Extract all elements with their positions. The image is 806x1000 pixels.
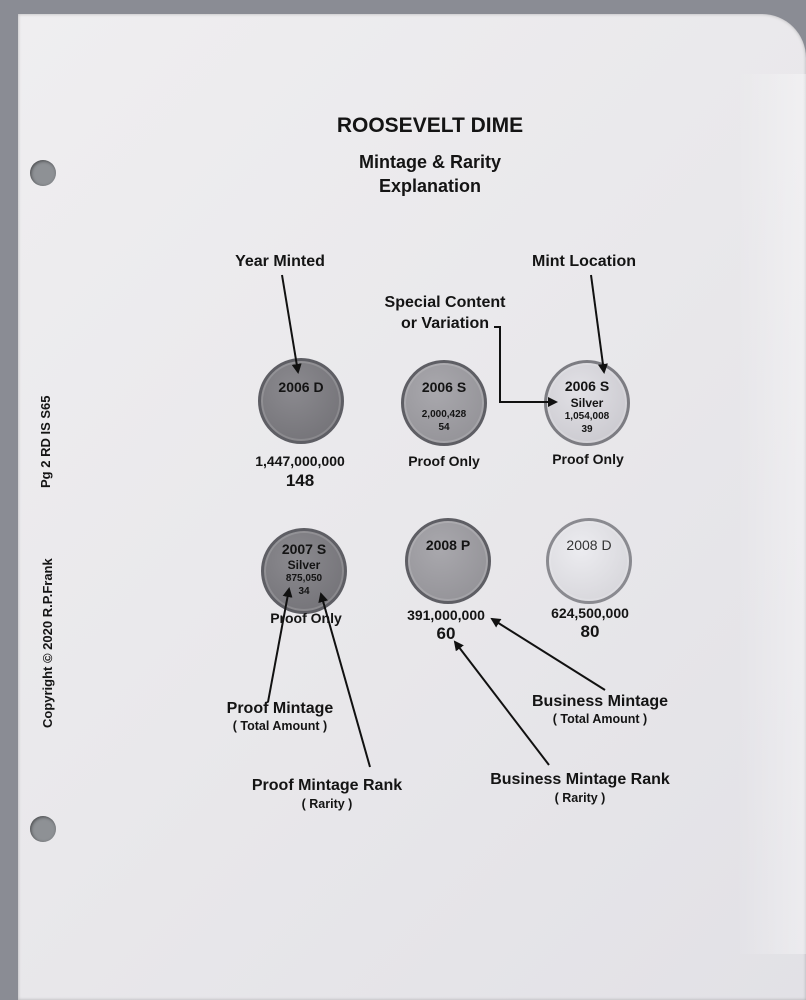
coin-year: 2007 S bbox=[281, 541, 327, 557]
arrow-proof-rank bbox=[318, 592, 371, 768]
coin-2006-s: 2006 S 2,000,428 54 bbox=[401, 360, 487, 446]
arrow-year-minted bbox=[281, 274, 302, 374]
page-title: ROOSEVELT DIME bbox=[336, 114, 524, 137]
coin-2008-p-mintage: 391,000,000 bbox=[407, 607, 485, 623]
coin-year: 2008 D bbox=[566, 537, 612, 553]
coin-2008-p: 2008 P bbox=[405, 518, 491, 604]
coin-2007-s-silver: 2007 S Silver 875,050 34 bbox=[261, 528, 347, 614]
coin-proof-rank: 39 bbox=[581, 424, 593, 435]
label-special-line-2: or Variation bbox=[400, 315, 490, 332]
label-year-minted: Year Minted bbox=[235, 253, 325, 270]
arrow-proof-mintage bbox=[267, 587, 293, 703]
coin-2008-d-mintage: 624,500,000 bbox=[551, 605, 629, 621]
label-proof-mintage: Proof Mintage bbox=[226, 700, 334, 717]
coin-year: 2006 S bbox=[421, 379, 467, 395]
arrow-special-content bbox=[494, 326, 558, 407]
label-business-rank-sub: ( Rarity ) bbox=[554, 791, 606, 805]
arrow-business-rank bbox=[453, 640, 550, 766]
coin-year: 2008 P bbox=[425, 537, 471, 553]
binder-hole-top bbox=[30, 160, 56, 186]
coin-2006-d-mintage: 1,447,000,000 bbox=[255, 453, 345, 469]
coin-year: 2006 D bbox=[278, 379, 324, 395]
coin-variant: Silver bbox=[287, 558, 321, 572]
label-special-content: Special Content or Variation bbox=[360, 292, 530, 334]
coin-2006-s-note: Proof Only bbox=[408, 453, 480, 469]
coin-proof-rank: 34 bbox=[298, 586, 310, 597]
label-business-mintage: Business Mintage bbox=[531, 693, 669, 710]
coin-proof-mintage: 1,054,008 bbox=[564, 411, 610, 422]
subtitle-line-1: Mintage & Rarity bbox=[358, 152, 502, 172]
label-business-mintage-sub: ( Total Amount ) bbox=[552, 712, 648, 726]
page-subtitle: Mintage & Rarity Explanation bbox=[230, 150, 630, 198]
coin-2006-s-silver-note: Proof Only bbox=[552, 451, 624, 467]
coin-2008-d: 2008 D bbox=[546, 518, 632, 604]
coin-2007-s-note: Proof Only bbox=[270, 610, 342, 626]
arrow-mint-location bbox=[590, 274, 608, 374]
label-special-line-1: Special Content bbox=[384, 294, 506, 311]
label-proof-rank: Proof Mintage Rank bbox=[251, 777, 403, 794]
coin-2008-d-rank: 80 bbox=[580, 622, 600, 641]
coin-variant: Silver bbox=[570, 396, 604, 410]
coin-proof-rank: 54 bbox=[438, 422, 450, 433]
coin-year: 2006 S bbox=[564, 378, 610, 394]
coin-2006-d-rank: 148 bbox=[285, 471, 315, 490]
label-proof-rank-sub: ( Rarity ) bbox=[301, 797, 353, 811]
coin-2008-p-rank: 60 bbox=[436, 624, 456, 643]
label-business-rank: Business Mintage Rank bbox=[490, 771, 670, 788]
coin-2006-s-silver: 2006 S Silver 1,054,008 39 bbox=[544, 360, 630, 446]
binder-hole-bottom bbox=[30, 816, 56, 842]
coin-proof-mintage: 875,050 bbox=[285, 573, 323, 584]
label-proof-mintage-sub: ( Total Amount ) bbox=[232, 719, 328, 733]
subtitle-line-2: Explanation bbox=[378, 176, 481, 196]
coin-proof-mintage: 2,000,428 bbox=[421, 409, 467, 420]
label-mint-location: Mint Location bbox=[532, 253, 636, 270]
arrow-business-mintage bbox=[490, 617, 606, 691]
